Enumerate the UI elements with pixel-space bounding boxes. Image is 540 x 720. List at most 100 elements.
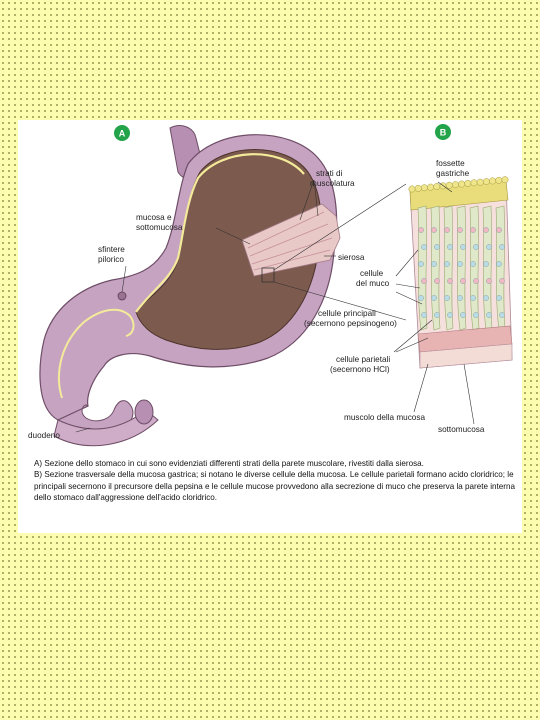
label-cellule-muco-2: del muco bbox=[356, 279, 390, 288]
gland-cell bbox=[421, 312, 427, 318]
gland-cell bbox=[444, 295, 450, 301]
gland-cell bbox=[460, 278, 466, 284]
gastric-gland bbox=[469, 205, 480, 331]
label-cellule-principali-1: cellule principali bbox=[318, 309, 376, 318]
surface-mucus-cell bbox=[414, 184, 422, 192]
surface-mucus-cell bbox=[458, 180, 466, 188]
gland-cell bbox=[444, 227, 450, 233]
label-sfintere-2: pilorico bbox=[98, 255, 124, 264]
surface-mucus-cell bbox=[427, 183, 435, 191]
gland-cell bbox=[418, 295, 424, 301]
gland-cell bbox=[457, 227, 463, 233]
figure-card: A B bbox=[18, 120, 522, 533]
surface-mucus-cell bbox=[408, 185, 416, 193]
gland-cell bbox=[486, 244, 492, 250]
gland-cell bbox=[499, 244, 505, 250]
label-sierosa: sierosa bbox=[338, 253, 365, 262]
label-cellule-parietali-2: (secernono HCl) bbox=[330, 365, 390, 374]
gland-cell bbox=[486, 312, 492, 318]
surface-mucus-cell bbox=[495, 176, 503, 184]
label-cellule-muco-1: cellule bbox=[360, 269, 384, 278]
label-muscolo: muscolo della mucosa bbox=[344, 413, 425, 422]
gland-cell bbox=[457, 261, 463, 267]
gland-cell bbox=[483, 227, 489, 233]
gland-cell bbox=[418, 227, 424, 233]
gland-cell bbox=[460, 244, 466, 250]
label-sottomucosa: sottomucosa bbox=[438, 425, 485, 434]
gastric-gland bbox=[417, 205, 428, 331]
surface-mucus-cell bbox=[451, 181, 459, 189]
pylorus-mucosa-line bbox=[58, 308, 135, 399]
gland-cell bbox=[431, 227, 437, 233]
panel-b-badge: B bbox=[435, 124, 451, 140]
gland-cell bbox=[473, 278, 479, 284]
gland-cell bbox=[496, 295, 502, 301]
label-fossette-2: gastriche bbox=[436, 169, 470, 178]
surface-mucus-cell bbox=[445, 181, 453, 189]
leader-lines bbox=[75, 179, 475, 433]
stomach-diagram: A B bbox=[28, 124, 513, 447]
duodenum-lumen bbox=[134, 399, 154, 425]
gland-cell bbox=[434, 278, 440, 284]
label-strati-2: muscolatura bbox=[310, 179, 355, 188]
surface-mucus-cell bbox=[464, 179, 472, 187]
duodenum-tube bbox=[53, 409, 159, 447]
gland-cell bbox=[470, 227, 476, 233]
gland-cell bbox=[447, 312, 453, 318]
panel-b-letter: B bbox=[440, 128, 447, 138]
label-cellule-parietali-1: cellule parietali bbox=[336, 355, 390, 364]
gland-cell bbox=[470, 261, 476, 267]
gland-cell bbox=[496, 227, 502, 233]
label-fossette-1: fossette bbox=[436, 159, 465, 168]
gland-cell bbox=[457, 295, 463, 301]
gland-cell bbox=[434, 244, 440, 250]
gland-cell bbox=[470, 295, 476, 301]
stomach-illustration bbox=[39, 125, 407, 447]
gastric-gland bbox=[482, 205, 493, 331]
label-duodeno: duodeno bbox=[28, 431, 60, 440]
gland-cell bbox=[473, 244, 479, 250]
gland-cell bbox=[483, 261, 489, 267]
label-sfintere-1: sfintere bbox=[98, 245, 125, 254]
magnified-area-box bbox=[261, 267, 275, 283]
caption-a: A) Sezione dello stomaco in cui sono evi… bbox=[34, 459, 424, 468]
label-mucosa-1: mucosa e bbox=[136, 213, 172, 222]
gastric-gland bbox=[495, 205, 506, 331]
gland-cell bbox=[499, 312, 505, 318]
mucosa-section-illustration bbox=[408, 176, 513, 369]
gland-cell bbox=[496, 261, 502, 267]
stomach-inner-cavity bbox=[135, 149, 322, 350]
gland-cell bbox=[447, 278, 453, 284]
surface-mucus-cell bbox=[482, 178, 490, 186]
pyloric-sphincter bbox=[117, 291, 127, 301]
gland-cell bbox=[447, 244, 453, 250]
muscle-layers bbox=[241, 203, 341, 277]
gland-cell bbox=[460, 312, 466, 318]
caption-b: B) Sezione trasversale della mucosa gast… bbox=[34, 470, 515, 503]
figure-caption: A) Sezione dello stomaco in cui sono evi… bbox=[34, 458, 518, 504]
gland-cell bbox=[418, 261, 424, 267]
gland-cell bbox=[421, 278, 427, 284]
gland-cell bbox=[473, 312, 479, 318]
gastric-gland bbox=[430, 205, 441, 331]
label-mucosa-2: sottomucosa bbox=[136, 223, 183, 232]
surface-mucus-cell bbox=[501, 176, 509, 184]
gland-cell bbox=[486, 278, 492, 284]
gland-cell bbox=[444, 261, 450, 267]
gland-cell bbox=[483, 295, 489, 301]
surface-mucus-cell bbox=[420, 184, 428, 192]
label-cellule-principali-2: (secernono pepsinogeno) bbox=[304, 319, 397, 328]
surface-mucus-cell bbox=[470, 179, 478, 187]
gland-cell bbox=[431, 295, 437, 301]
label-strati-1: strati di bbox=[316, 169, 343, 178]
panel-a-letter: A bbox=[119, 129, 126, 139]
gland-cell bbox=[421, 244, 427, 250]
gastric-gland bbox=[443, 205, 454, 331]
gland-cell bbox=[499, 278, 505, 284]
surface-mucus-cell bbox=[476, 178, 484, 186]
gastric-gland bbox=[456, 205, 467, 331]
panel-a-badge: A bbox=[114, 125, 130, 141]
surface-mucus-cell bbox=[433, 183, 441, 190]
gland-cell bbox=[431, 261, 437, 267]
gland-cell bbox=[434, 312, 440, 318]
